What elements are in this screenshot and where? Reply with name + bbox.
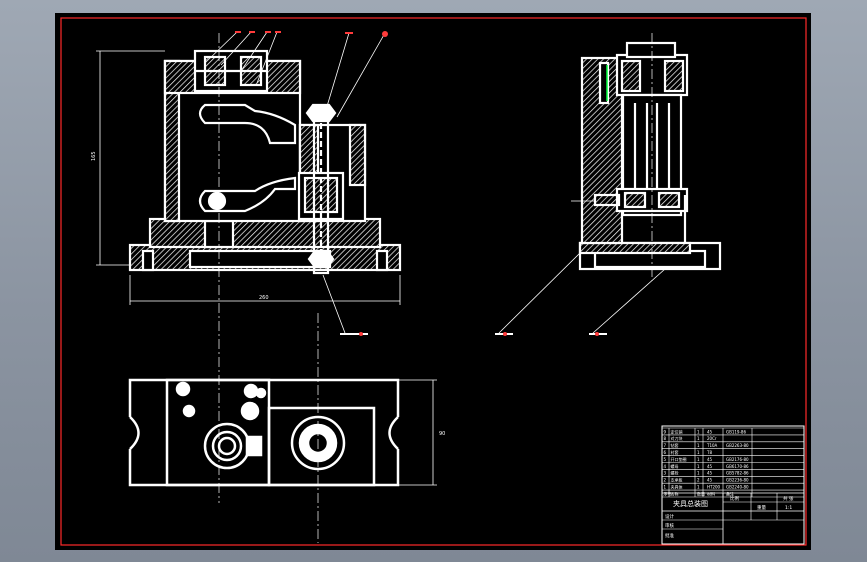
center-lines [218,33,653,543]
height-dimension: 165 [91,151,97,161]
checker-label: 审核 [665,522,674,529]
pin-hole [175,381,191,397]
parts-cell-no: 6 [664,450,667,455]
side-view [578,41,722,271]
parts-cell-material: 45 [707,478,713,483]
front-dimensions [96,50,401,305]
parts-cell-qty: 1 [697,436,700,441]
parts-cell-name: 支承板 [671,477,683,483]
leader-lines [204,31,666,334]
locating-pin [207,191,227,211]
parts-cell-no: 5 [664,457,667,462]
parts-cell-name: 螺母 [671,463,679,469]
front-view [128,49,402,275]
parts-cell-material: T10A [706,443,718,448]
parts-cell-note: GB2240-80 [726,485,749,490]
parts-cell-qty: 1 [697,485,700,490]
parts-cell-note: GB2236-80 [726,478,749,483]
hex-nut [305,103,337,123]
parts-cell-no: 7 [664,443,667,448]
width-dimension: 260 [259,295,269,301]
parts-cell-qty: 1 [697,471,700,476]
parts-cell-qty: 1 [697,443,700,448]
parts-cell-name: 开口垫圈 [671,456,687,462]
parts-cell-note: GB2176-80 [726,457,749,462]
parts-cell-note: GB2263-80 [726,443,749,448]
weight-label: 重量 [757,504,766,511]
parts-cell-qty: 1 [697,464,700,469]
parts-cell-qty: 1 [697,457,700,462]
parts-cell-note: GB119-86 [726,429,746,434]
parts-cell-no: 2 [664,478,667,483]
parts-cell-qty: 2 [697,478,700,483]
parts-cell-qty: 1 [697,429,700,434]
parts-cell-note: GB5782-86 [726,471,749,476]
depth-dimension: 90 [439,431,445,437]
parts-cell-no: 9 [664,429,667,434]
parts-cell-name: 定位销 [671,428,683,434]
parts-cell-no: 1 [664,485,667,490]
approver-label: 批准 [665,532,674,539]
bushing-hole [203,422,251,470]
parts-cell-name: 螺栓 [671,470,679,476]
drawing-title: 夹具总装图 [673,499,708,508]
plan-dimensions [398,379,437,486]
parts-cell-qty: 1 [697,450,700,455]
sheet-label: 共 张 [783,495,794,502]
assembly-drawing: 165 260 [60,17,807,546]
body-flange [148,217,382,249]
parts-cell-note: GB6170-86 [726,464,749,469]
drawing-frame [60,17,807,546]
workpiece-outline [198,103,297,145]
parts-cell-name: 衬套 [671,449,679,455]
parts-list-grid [661,427,805,498]
designer-label: 设计 [665,513,674,520]
parts-cell-material: 45 [707,429,713,434]
parts-cell-material: T8 [706,450,712,455]
parts-cell-material: 45 [707,457,713,462]
parts-cell-material: 20Cr [707,436,717,441]
parts-cell-no: 3 [664,471,667,476]
drawing-sheet: 165 260 [55,13,811,550]
plan-view [128,378,400,487]
parts-cell-material: 45 [707,464,713,469]
parts-cell-name: 钻套 [671,442,679,448]
leader-markers [235,31,607,336]
parts-cell-name: 对刀块 [671,435,683,441]
parts-cell-no: 8 [664,436,667,441]
scale-label: 比例 [730,495,739,502]
parts-cell-name: 夹具体 [671,484,683,490]
parts-cell-no: 4 [664,464,667,469]
scale-value: 1:1 [785,505,792,511]
parts-cell-material: HT200 [707,485,721,490]
parts-cell-material: 45 [707,471,713,476]
